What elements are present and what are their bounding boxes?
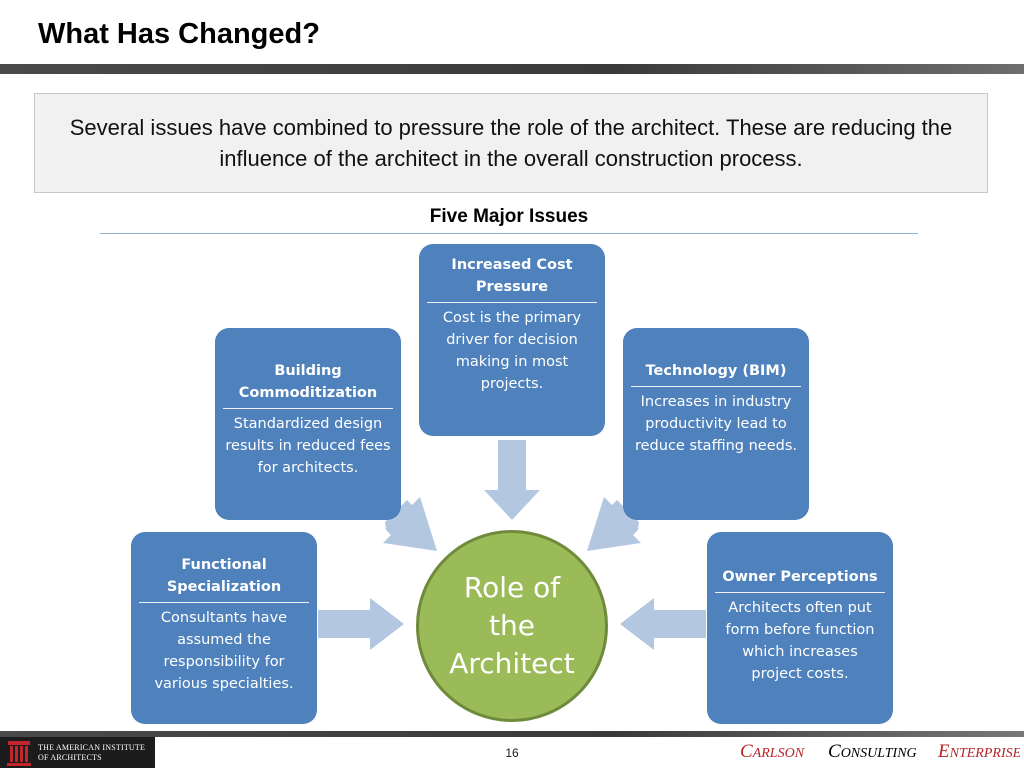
issue-divider [631,386,801,387]
logo-initial: C [828,741,841,762]
issue-body: Architects often put form before functio… [725,600,875,682]
aia-line-1: THE AMERICAN INSTITUTE [38,742,146,752]
logo-initial: C [740,741,753,762]
issue-card-cost-pressure: Increased Cost Pressure Cost is the prim… [419,244,605,436]
issue-divider [139,602,309,603]
issue-body: Consultants have assumed the responsibil… [154,610,294,692]
issue-title: Building Commoditization [238,363,378,401]
issue-card-technology: Technology (BIM) Increases in industry p… [623,328,809,520]
logo-word-3: ENTERPRISE [938,741,1020,763]
issue-divider [427,302,597,303]
page-number: 16 [505,746,519,760]
issue-title: Technology (BIM) [645,363,787,379]
center-label: Role of the Architect [449,571,575,680]
issue-body: Cost is the primary driver for decision … [442,310,582,392]
carlson-consulting-logo: CARLSON CONSULTING ENTERPRISE [740,741,1020,763]
title-divider-bar [0,64,1024,74]
logo-rest: ARLSON [752,746,805,761]
logo-word-1: CARLSON [740,741,804,763]
logo-rest: ONSULTING [840,746,917,761]
issue-title: Owner Perceptions [722,569,878,585]
aia-line-2: OF ARCHITECTS [38,752,102,762]
issue-title: Functional Specialization [166,557,282,595]
issue-divider [223,408,393,409]
aia-logo: THE AMERICAN INSTITUTE OF ARCHITECTS [0,737,155,768]
arrow-down-from-cost [484,440,540,520]
issue-card-specialization: Functional Specialization Consultants ha… [131,532,317,724]
arrow-left-from-owner [620,598,706,650]
issue-title: Increased Cost Pressure [451,257,573,295]
issue-card-owner-perceptions: Owner Perceptions Architects often put f… [707,532,893,724]
footer-divider-bar [0,731,1024,737]
section-heading: Five Major Issues [429,206,589,227]
slide-title: What Has Changed? [38,18,320,50]
logo-rest: NTERPRISE [949,746,1020,761]
aia-wordmark: THE AMERICAN INSTITUTE OF ARCHITECTS [38,743,145,763]
arrow-right-from-specialization [318,598,404,650]
issue-body: Standardized design results in reduced f… [225,416,391,476]
section-heading-rule [100,233,918,234]
issue-body: Increases in industry productivity lead … [634,394,797,454]
intro-callout: Several issues have combined to pressure… [34,93,988,193]
logo-initial: E [938,741,950,762]
center-role-node: Role of the Architect [416,530,608,722]
issue-divider [715,592,885,593]
issue-card-commoditization: Building Commoditization Standardized de… [215,328,401,520]
aia-column-icon [7,740,31,766]
logo-word-2: CONSULTING [828,741,917,763]
intro-text: Several issues have combined to pressure… [69,115,953,171]
